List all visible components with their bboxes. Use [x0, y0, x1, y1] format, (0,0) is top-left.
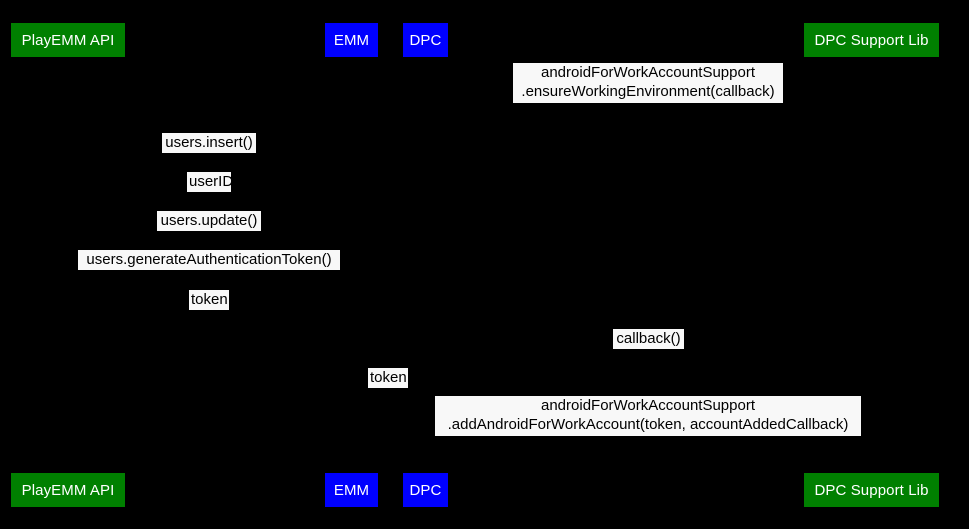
message-line-1: callback() [616, 330, 681, 347]
message-line-1: token [191, 291, 228, 308]
message-label-users-update: users.update() [157, 211, 261, 231]
message-label-callback: callback() [613, 329, 684, 349]
message-line-2: .ensureWorkingEnvironment(callback) [521, 83, 775, 100]
message-line-1: users.update() [160, 212, 258, 229]
participant-dpc-top[interactable]: DPC [403, 23, 448, 57]
participant-label: DPC [409, 31, 442, 49]
message-line-1: users.insert() [165, 134, 253, 151]
participant-emm-bottom[interactable]: EMM [325, 473, 378, 507]
participant-playemm-api-top[interactable]: PlayEMM API [11, 23, 125, 57]
participant-dpc-support-lib-bottom[interactable]: DPC Support Lib [804, 473, 939, 507]
participant-label: DPC Support Lib [814, 481, 929, 499]
message-label-token-to-emm: token [189, 290, 229, 310]
message-line-1: androidForWorkAccountSupport [541, 397, 755, 414]
participant-label: PlayEMM API [21, 31, 115, 49]
message-line-1: androidForWorkAccountSupport [541, 64, 755, 81]
participant-label: EMM [333, 31, 370, 49]
participant-dpc-support-lib-top[interactable]: DPC Support Lib [804, 23, 939, 57]
participant-label: EMM [333, 481, 370, 499]
message-line-1: token [370, 369, 407, 386]
participant-label: DPC Support Lib [814, 31, 929, 49]
participant-label: PlayEMM API [21, 481, 115, 499]
participant-emm-top[interactable]: EMM [325, 23, 378, 57]
participant-label: DPC [409, 481, 442, 499]
message-label-users-insert: users.insert() [162, 133, 256, 153]
message-line-1: users.generateAuthenticationToken() [86, 251, 332, 268]
message-line-2: .addAndroidForWorkAccount(token, account… [447, 416, 849, 433]
message-label-ensure-working-environment: androidForWorkAccountSupport .ensureWorki… [513, 63, 783, 103]
message-label-user-id: userID [187, 172, 234, 192]
participant-dpc-bottom[interactable]: DPC [403, 473, 448, 507]
message-label-add-android-for-work-account: androidForWorkAccountSupport .addAndroidF… [435, 396, 861, 436]
message-line-1: userID [189, 173, 234, 190]
message-label-token-to-dpc: token [368, 368, 408, 388]
participant-playemm-api-bottom[interactable]: PlayEMM API [11, 473, 125, 507]
message-label-users-generate-authentication-token: users.generateAuthenticationToken() [78, 250, 340, 270]
